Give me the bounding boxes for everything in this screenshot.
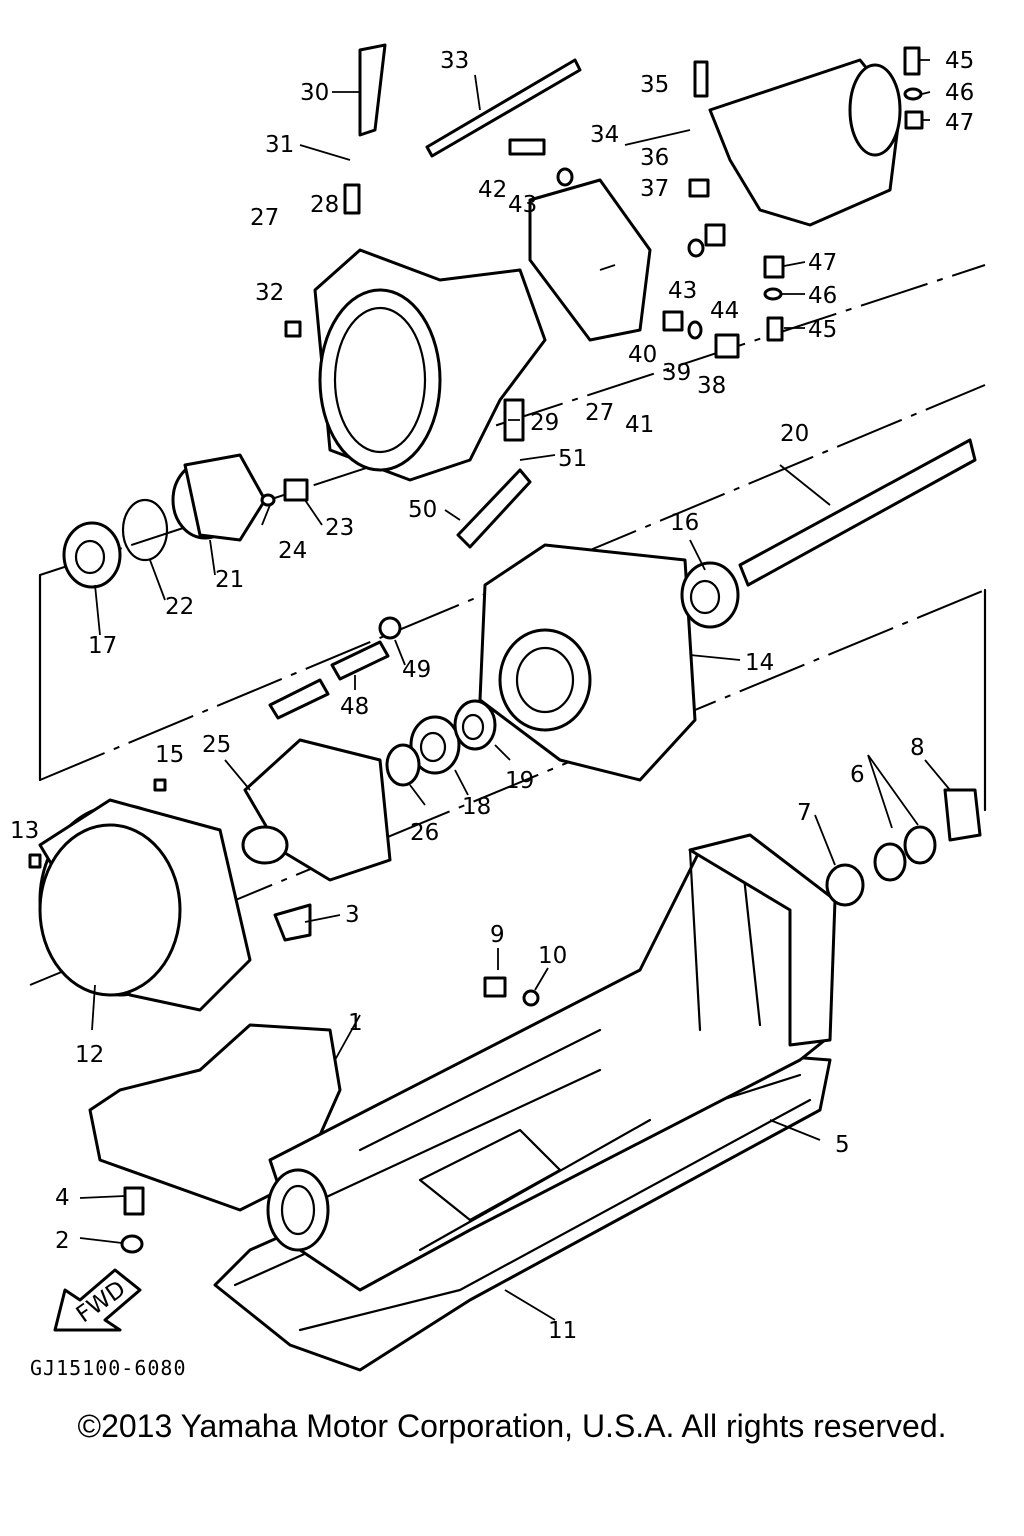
part-label-43-bottom: 43: [668, 278, 697, 304]
part-label-43-top: 43: [508, 192, 537, 218]
part-label-34: 34: [590, 122, 619, 148]
part-label-14: 14: [745, 650, 774, 676]
part-label-10: 10: [538, 943, 567, 969]
part-label-49: 49: [402, 657, 431, 683]
part-label-7: 7: [797, 800, 812, 826]
part-label-20: 20: [780, 421, 809, 447]
drawing-code: GJ15100-6080: [30, 1356, 187, 1380]
part-label-31: 31: [265, 132, 294, 158]
part-label-4: 4: [55, 1185, 70, 1211]
part-label-3: 3: [345, 902, 360, 928]
part-label-9: 9: [490, 922, 505, 948]
intake-housing-drawing: [88, 833, 837, 1372]
part-label-28: 28: [310, 192, 339, 218]
jet-pump-assembly-drawing: [38, 438, 982, 1012]
part-number-labels: 1 2 3 4 5 6 7 8 9 10 11 12 13 15 16 17 1…: [10, 48, 974, 1344]
part-label-26: 26: [410, 820, 439, 846]
part-label-24: 24: [278, 538, 307, 564]
part-label-41: 41: [625, 412, 654, 438]
part-label-15: 15: [155, 742, 184, 768]
part-label-42: 42: [478, 177, 507, 203]
part-label-33: 33: [440, 48, 469, 74]
part-label-47-bottom: 47: [808, 250, 837, 276]
part-label-46-top: 46: [945, 80, 974, 106]
part-label-45-top: 45: [945, 48, 974, 74]
part-label-12: 12: [75, 1042, 104, 1068]
part-label-39: 39: [662, 360, 691, 386]
part-label-47-top: 47: [945, 110, 974, 136]
part-label-27-bottom: 27: [585, 400, 614, 426]
part-label-37: 37: [640, 176, 669, 202]
part-label-50: 50: [408, 497, 437, 523]
copyright-notice: ©2013 Yamaha Motor Corporation, U.S.A. A…: [77, 1408, 947, 1444]
part-label-29: 29: [530, 410, 559, 436]
fwd-arrow: FWD: [53, 1268, 142, 1332]
part-label-13: 13: [10, 818, 39, 844]
part-label-2: 2: [55, 1228, 70, 1254]
part-label-25: 25: [202, 732, 231, 758]
part-label-35: 35: [640, 72, 669, 98]
part-label-19: 19: [505, 768, 534, 794]
part-label-5: 5: [835, 1132, 850, 1158]
exploded-parts-diagram: FWD 1 2 3 4 5: [10, 43, 987, 1372]
part-label-11: 11: [548, 1318, 577, 1344]
part-label-1: 1: [348, 1010, 363, 1036]
part-label-44: 44: [710, 298, 739, 324]
nozzle-assembly-drawing: [313, 43, 902, 549]
fasteners-drawing: [28, 46, 924, 1254]
part-label-51: 51: [558, 446, 587, 472]
part-label-40: 40: [628, 342, 657, 368]
part-label-18: 18: [462, 794, 491, 820]
part-label-21: 21: [215, 567, 244, 593]
part-label-48: 48: [340, 694, 369, 720]
part-label-23: 23: [325, 515, 354, 541]
part-label-8: 8: [910, 735, 925, 761]
part-label-17: 17: [88, 633, 117, 659]
part-label-30: 30: [300, 80, 329, 106]
part-label-36: 36: [640, 145, 669, 171]
part-label-27-top: 27: [250, 205, 279, 231]
part-label-45-bottom: 45: [808, 317, 837, 343]
part-label-6: 6: [850, 762, 865, 788]
leader-lines: [79, 59, 951, 1321]
part-label-46-bottom: 46: [808, 283, 837, 309]
part-label-16: 16: [670, 510, 699, 536]
part-label-22: 22: [165, 594, 194, 620]
part-label-32: 32: [255, 280, 284, 306]
part-label-38: 38: [697, 373, 726, 399]
